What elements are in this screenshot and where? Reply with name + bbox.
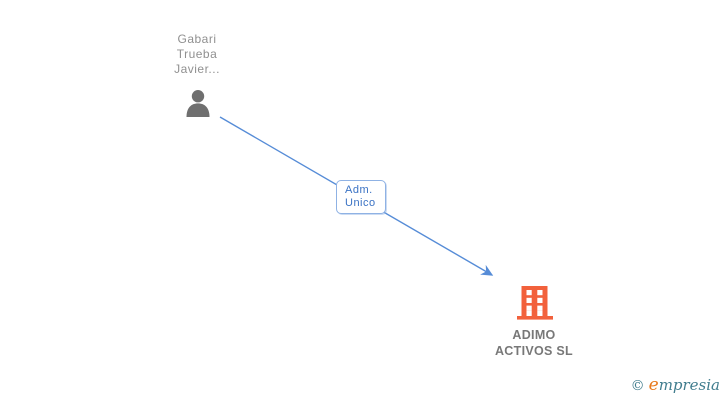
person-name-label: Gabari Trueba Javier...	[153, 32, 241, 77]
brand-letter: e	[648, 375, 659, 395]
relationship-label-line: Adm.	[345, 184, 373, 196]
brand-name: mpresia	[658, 376, 720, 394]
person-name-line: Javier...	[174, 62, 220, 76]
company-name-line: ADIMO	[512, 328, 556, 342]
person-name-line: Gabari	[177, 32, 217, 46]
company-name-line: ACTIVOS SL	[494, 343, 573, 358]
person-icon	[184, 88, 212, 118]
building-icon	[516, 284, 554, 321]
copyright-icon: ©	[630, 378, 645, 394]
person-name-line: Trueba	[176, 47, 218, 61]
relationship-label-line: Unico	[345, 197, 376, 209]
company-name-label: ADIMO ACTIVOS SL	[478, 328, 590, 359]
empresia-watermark: ©empresia	[631, 375, 720, 395]
relationship-label-box: Adm. Unico	[336, 180, 386, 214]
